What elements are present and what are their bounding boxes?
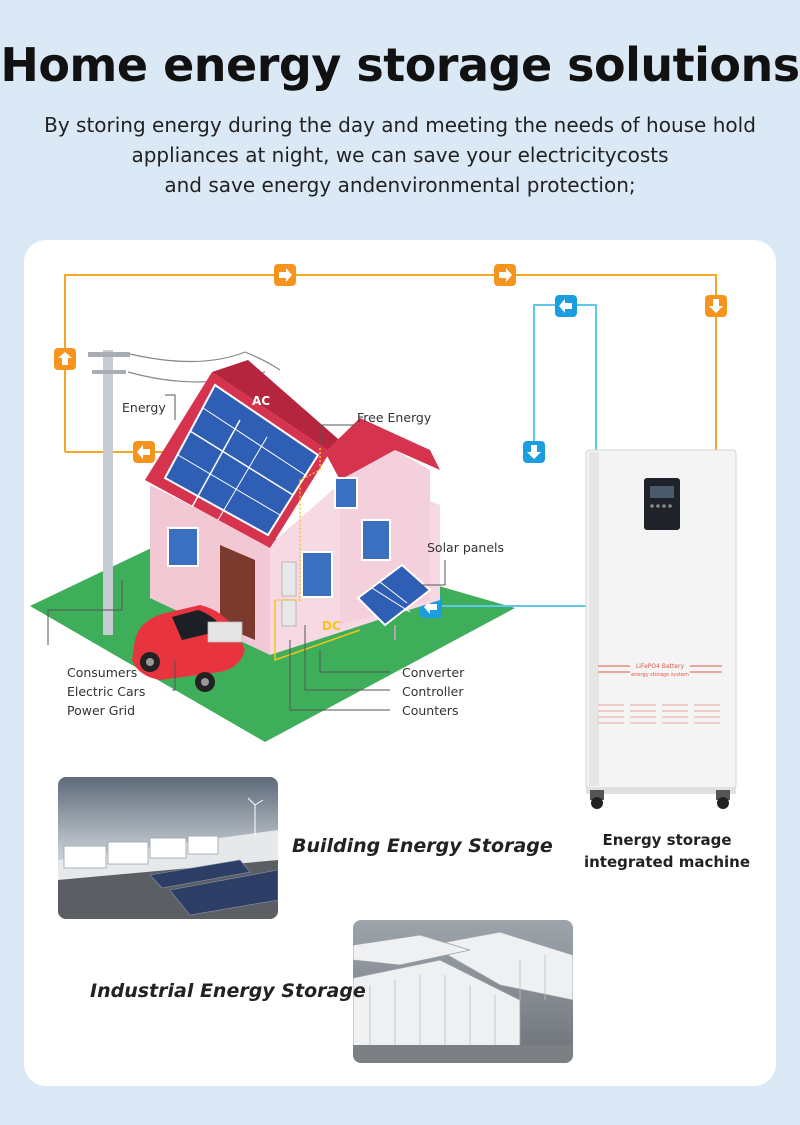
- label-consumers: Consumers: [67, 665, 137, 680]
- machine-caption-line-1: Energy storage: [602, 831, 732, 849]
- battery-label-line-1: LiFePO4 Battery: [636, 663, 685, 670]
- wheel-icon: [590, 790, 604, 809]
- label-energy: Energy: [122, 400, 166, 415]
- charging-box: [207, 621, 243, 643]
- industrial-storage-caption: Industrial Energy Storage: [90, 980, 366, 1002]
- building-storage-caption: Building Energy Storage: [292, 835, 553, 857]
- label-controller: Controller: [402, 684, 464, 699]
- wheel-icon: [716, 790, 730, 809]
- arrow-down-icon: [705, 295, 727, 317]
- label-converter: Converter: [402, 665, 465, 680]
- page-title: Home energy storage solutions: [0, 38, 800, 92]
- subtitle-line-1: By storing energy during the day and mee…: [44, 113, 756, 137]
- internal-wiring: [274, 600, 361, 662]
- label-counters: Counters: [402, 703, 458, 718]
- arrow-left-icon: [555, 295, 577, 317]
- label-ac: AC: [252, 394, 270, 408]
- industrial-storage-photo: [353, 920, 573, 1063]
- label-power-grid: Power Grid: [67, 703, 135, 718]
- label-free-energy: Free Energy: [357, 410, 432, 425]
- arrow-up-icon: [54, 348, 76, 370]
- page-subtitle: By storing energy during the day and mee…: [0, 110, 800, 200]
- dc-flow-line: [300, 304, 597, 607]
- energy-storage-machine: LiFePO4 Battery energy storage system: [585, 449, 737, 809]
- battery-label-line-2: energy storage system: [631, 672, 689, 678]
- ground-solar-panel: [356, 563, 432, 640]
- label-dc: DC: [322, 619, 341, 633]
- ac-flow-line: [64, 274, 717, 452]
- control-panel: [644, 478, 680, 530]
- arrow-right-icon: [494, 264, 516, 286]
- vent-grilles: [598, 704, 720, 724]
- leader-lines: [47, 394, 446, 711]
- internal-wiring: [275, 448, 321, 601]
- label-solar-panels: Solar panels: [427, 540, 504, 555]
- arrow-left-icon: [133, 441, 155, 463]
- machine-caption: Energy storage integrated machine: [572, 829, 762, 873]
- machine-caption-line-2: integrated machine: [583, 853, 751, 871]
- subtitle-line-3: and save energy andenvironmental protect…: [164, 173, 636, 197]
- subtitle-line-2: appliances at night, we can save your el…: [131, 143, 669, 167]
- building-storage-photo: [58, 777, 278, 919]
- arrow-right-icon: [274, 264, 296, 286]
- label-electric-cars: Electric Cars: [67, 684, 145, 699]
- arrow-down-icon: [523, 441, 545, 463]
